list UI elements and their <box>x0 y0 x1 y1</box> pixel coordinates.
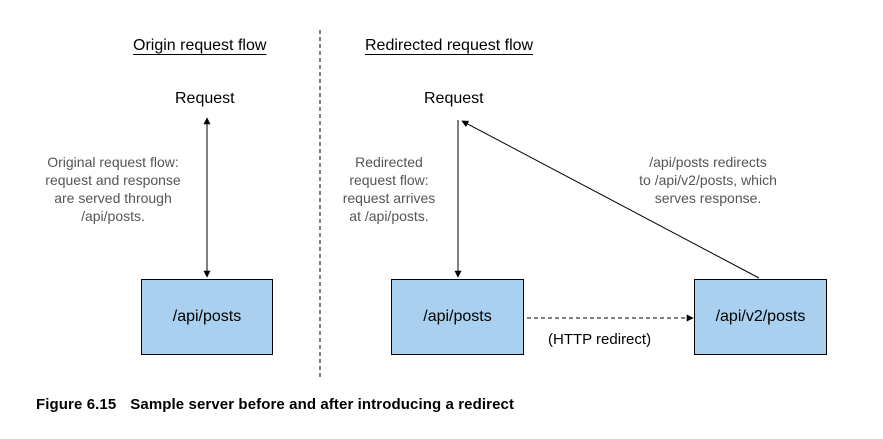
figure-caption-text: Sample server before and after introduci… <box>130 396 515 413</box>
redirected-note-line: request flow: <box>349 172 429 188</box>
origin-note-line: request and response <box>45 172 181 188</box>
origin-flow-note: Original request flow: request and respo… <box>28 153 198 225</box>
origin-note-line: Original request flow: <box>47 154 179 170</box>
origin-note-line: /api/posts. <box>81 208 145 224</box>
redirected-flow-note: Redirected request flow: request arrives… <box>331 153 447 225</box>
right-request-label: Request <box>424 90 484 107</box>
redirected-note-line: Redirected <box>355 154 423 170</box>
figure-number: Figure 6.15 <box>36 396 117 413</box>
api-v2-posts-label: /api/v2/posts <box>715 308 806 325</box>
left-api-posts-box: /api/posts <box>141 279 273 355</box>
http-redirect-label: (HTTP redirect) <box>548 331 652 348</box>
redirected-note-line: at /api/posts. <box>349 208 429 224</box>
redirected-flow-heading: Redirected request flow <box>365 37 534 54</box>
redirect-note-line: serves response. <box>654 190 762 206</box>
origin-flow-heading: Origin request flow <box>133 37 267 54</box>
left-request-label: Request <box>175 90 235 107</box>
right-api-posts-box: /api/posts <box>391 279 524 355</box>
redirect-note-line: to /api/v2/posts, which <box>639 172 777 188</box>
figure-caption: Figure 6.15 Sample server before and afte… <box>36 396 514 413</box>
redirect-explanation-note: /api/posts redirects to /api/v2/posts, w… <box>618 153 798 207</box>
right-api-posts-label: /api/posts <box>423 308 492 325</box>
api-v2-posts-box: /api/v2/posts <box>694 279 827 355</box>
left-api-posts-label: /api/posts <box>172 308 242 325</box>
origin-note-line: are served through <box>54 190 172 206</box>
redirected-note-line: request arrives <box>342 190 436 206</box>
redirect-note-line: /api/posts redirects <box>649 154 767 170</box>
v2-response-arrow <box>461 120 760 279</box>
